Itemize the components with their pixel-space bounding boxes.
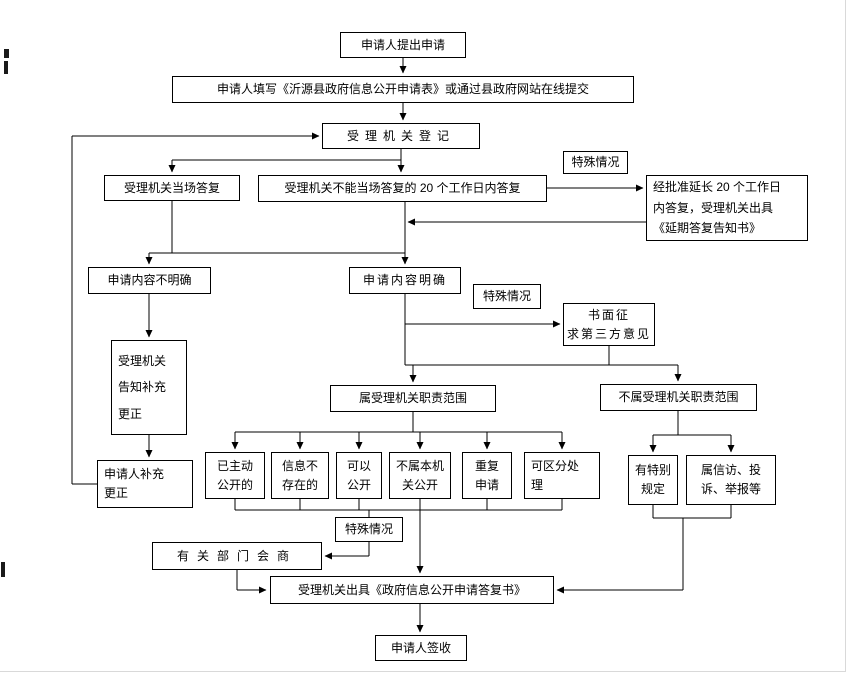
node-fill-form: 申请人填写《沂源县政府信息公开申请表》或通过县政府网站在线提交 (172, 76, 634, 103)
node-extension: 经批准延长 20 个工作日 内答复，受理机关出具 《延期答复告知书》 (646, 175, 808, 241)
node-repeat-request: 重复 申请 (462, 452, 512, 499)
node-onsite-reply: 受理机关当场答复 (104, 175, 240, 201)
node-sign: 申请人签收 (375, 635, 467, 661)
node-out-scope: 不属受理机关职责范围 (600, 384, 757, 411)
node-in-scope: 属受理机关职责范围 (330, 385, 496, 412)
scan-artifact-1 (4, 49, 9, 58)
page-edge-right (845, 0, 846, 672)
node-not-this-org: 不属本机 关公开 (389, 452, 451, 499)
scan-artifact-3 (1, 562, 5, 577)
node-submit: 申请人提出申请 (340, 32, 466, 58)
scan-artifact-2 (4, 61, 8, 74)
page-edge-bottom (0, 671, 846, 672)
node-special-case-mid: 特殊情况 (473, 284, 541, 309)
node-consult: 有关部门会商 (152, 542, 322, 570)
node-special-case-top: 特殊情况 (563, 151, 628, 174)
node-reply-20days: 受理机关不能当场答复的 20 个工作日内答复 (258, 175, 547, 202)
node-special-rule: 有特别 规定 (628, 455, 678, 505)
node-content-clear: 申请内容明确 (349, 267, 461, 294)
node-notify-supplement: 受理机关 告知补充 更正 (111, 340, 187, 435)
node-info-not-exist: 信息不 存在的 (271, 452, 329, 499)
node-special-case-bottom: 特殊情况 (335, 517, 403, 542)
node-separable: 可区分处 理 (524, 452, 600, 499)
node-supplement: 申请人补充 更正 (97, 460, 193, 508)
node-already-public: 已主动 公开的 (205, 452, 265, 499)
node-register: 受理机关登记 (322, 123, 480, 149)
node-petition: 属信访、投 诉、举报等 (686, 455, 776, 505)
connectors (71, 58, 735, 633)
node-can-public: 可以 公开 (336, 452, 382, 499)
node-third-party: 书面征 求第三方意见 (563, 303, 655, 346)
node-content-unclear: 申请内容不明确 (88, 267, 211, 294)
node-reply-doc: 受理机关出具《政府信息公开申请答复书》 (270, 576, 554, 604)
